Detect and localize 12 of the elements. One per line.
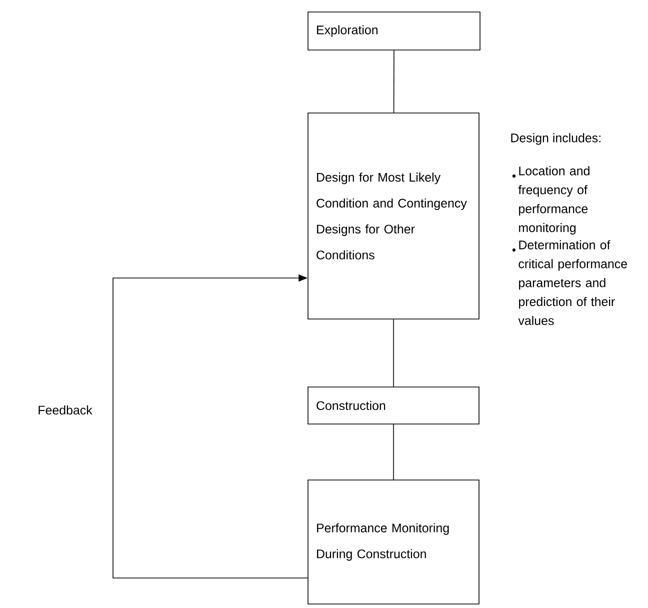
- connector: [393, 50, 394, 113]
- process-box: Construction: [308, 386, 480, 424]
- note-heading: Design includes:: [511, 133, 600, 145]
- process-box: Exploration: [308, 12, 480, 50]
- connector: [112, 274, 308, 578]
- note-item: Location and frequency of performance monitoring: [518, 166, 590, 235]
- process-box: Design for Most Likely Condition and Contingency Designs for Other Conditions: [308, 112, 480, 320]
- note-item: Determination of critical performance parameters and prediction of their values: [518, 240, 627, 326]
- process-box: Performance Monitoring During Construction: [308, 480, 480, 604]
- connector: [393, 318, 394, 387]
- connector: [393, 424, 394, 480]
- edge-label: Feedback: [36, 403, 94, 417]
